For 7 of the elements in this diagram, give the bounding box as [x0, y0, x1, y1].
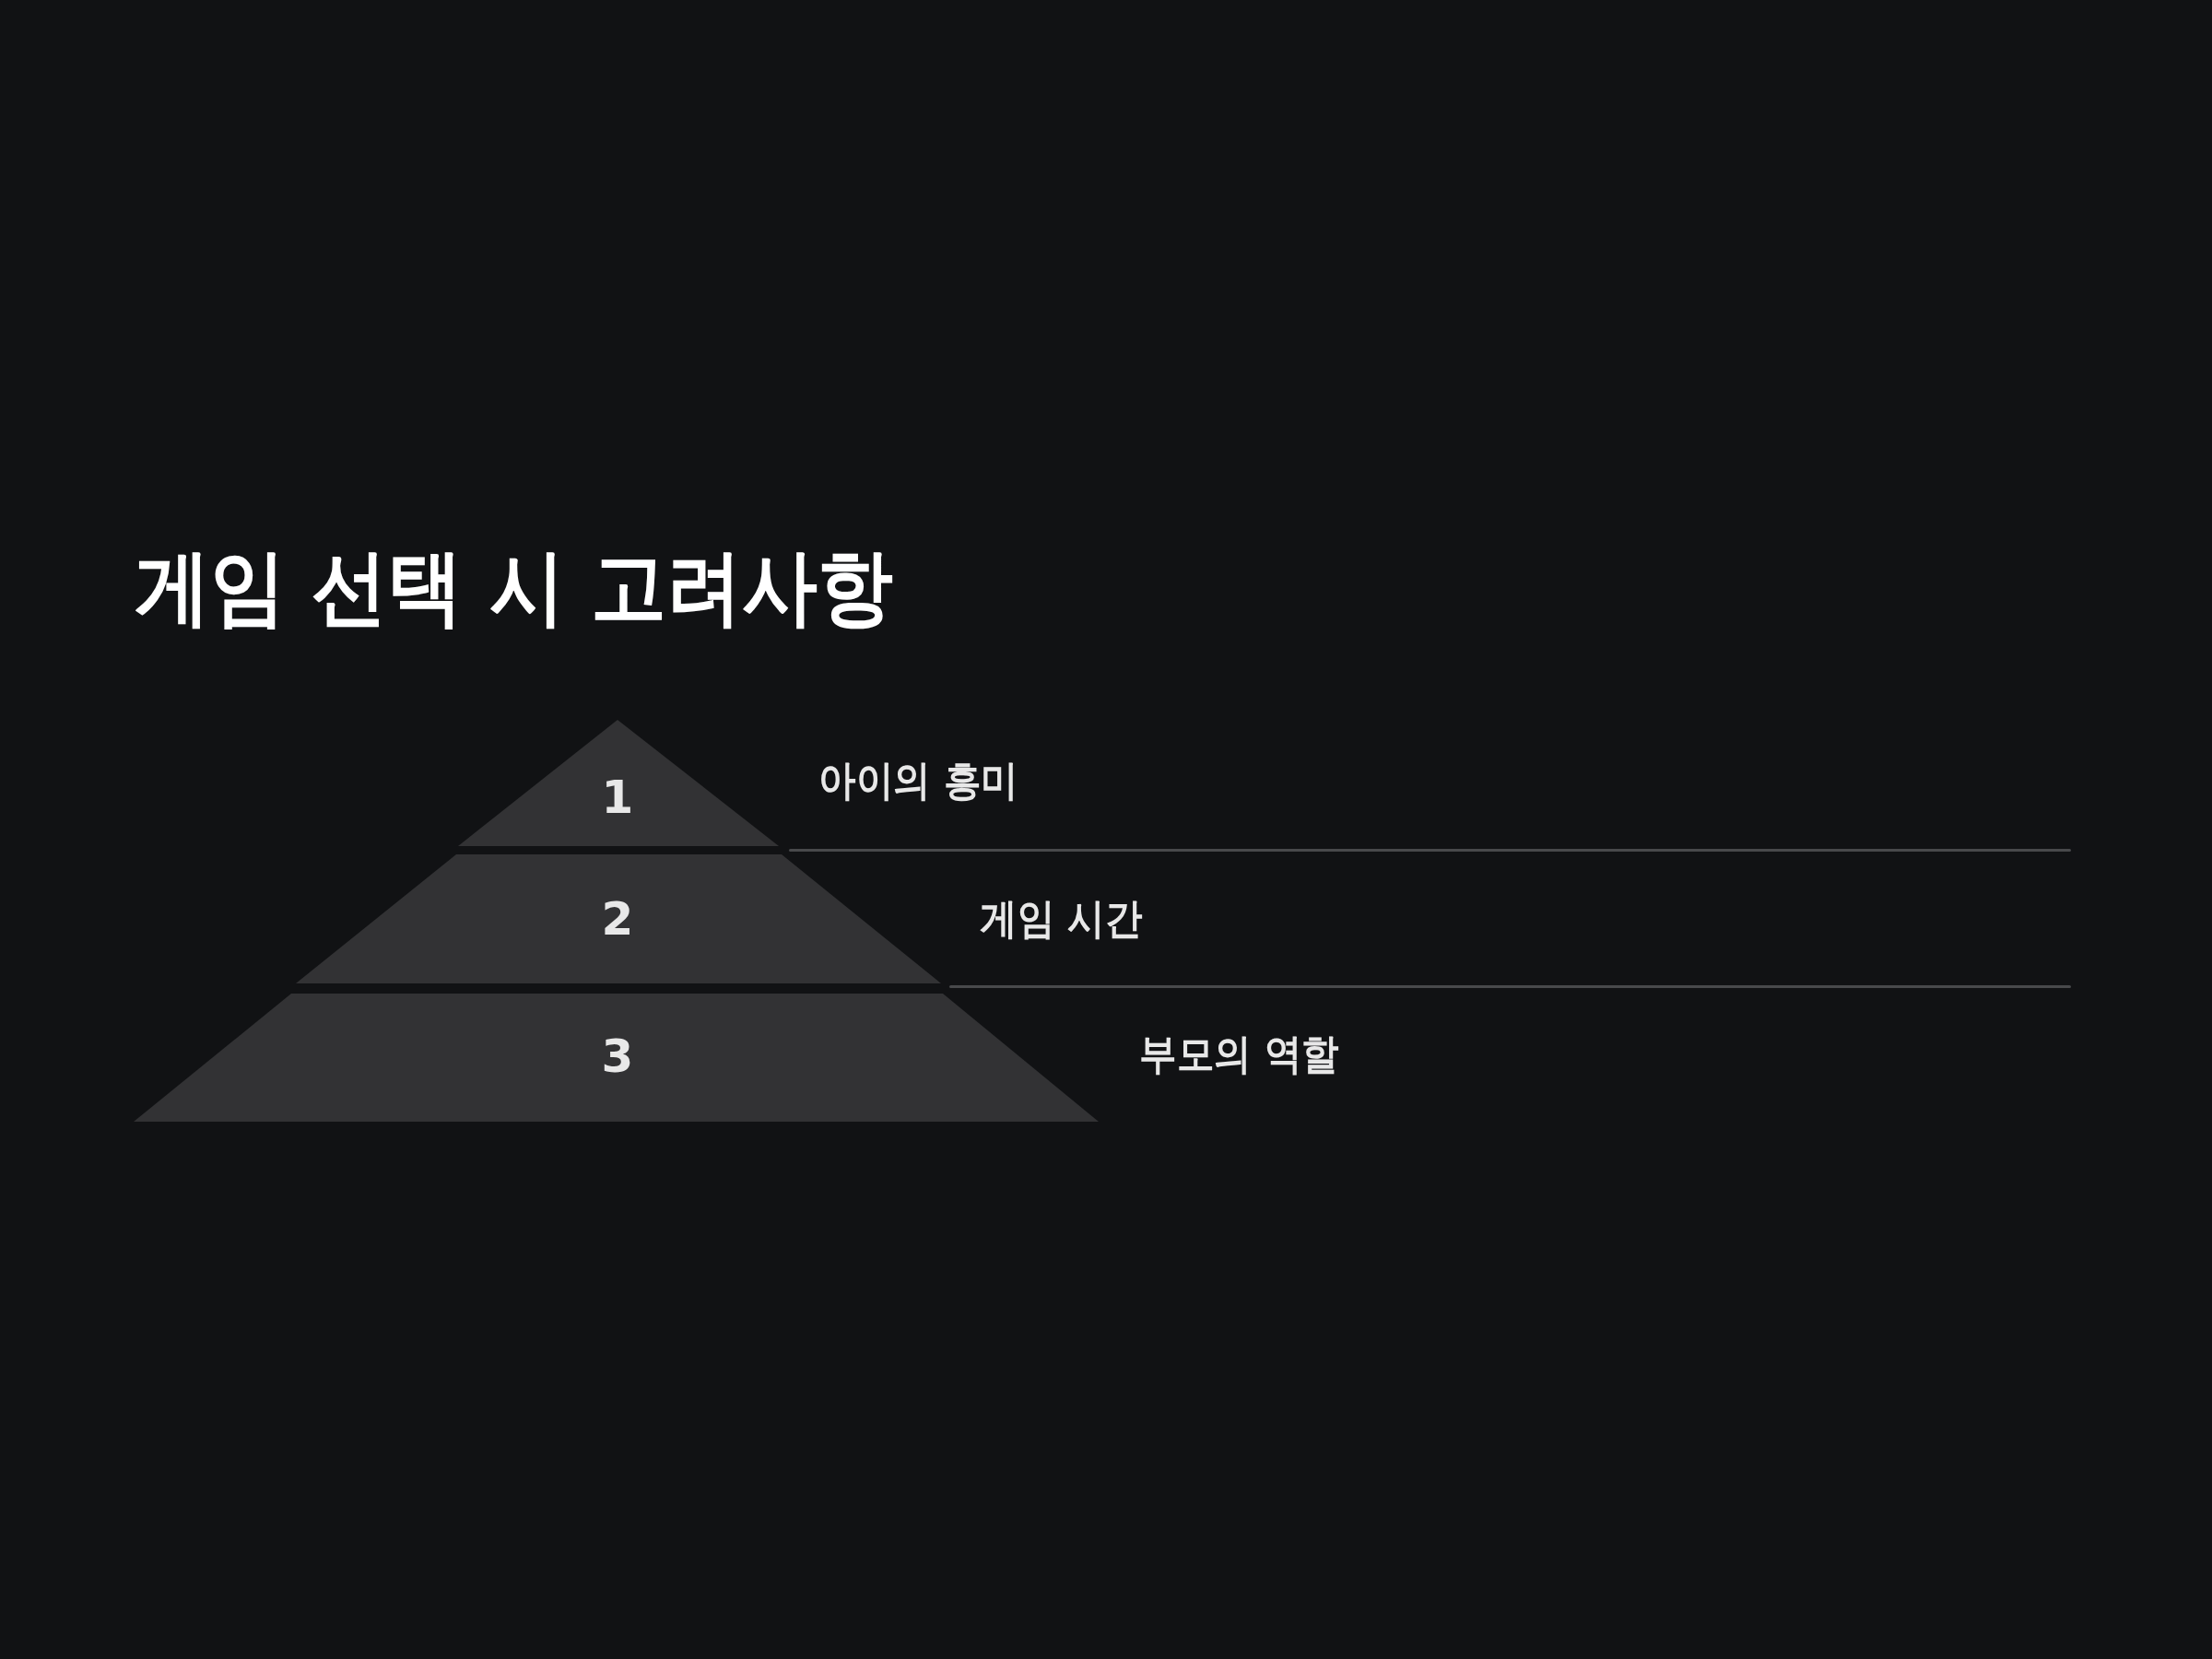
title: 게임 선택 시 고려사항	[135, 546, 893, 629]
tier-label: 아이의 흥미	[818, 759, 1018, 801]
tier-label: 부모의 역할	[1139, 1032, 1339, 1075]
tier-number: 2	[601, 896, 634, 942]
tier-label: 게임 시간	[980, 897, 1143, 939]
tier-number: 3	[601, 1033, 634, 1079]
tier-number: 1	[601, 774, 634, 820]
